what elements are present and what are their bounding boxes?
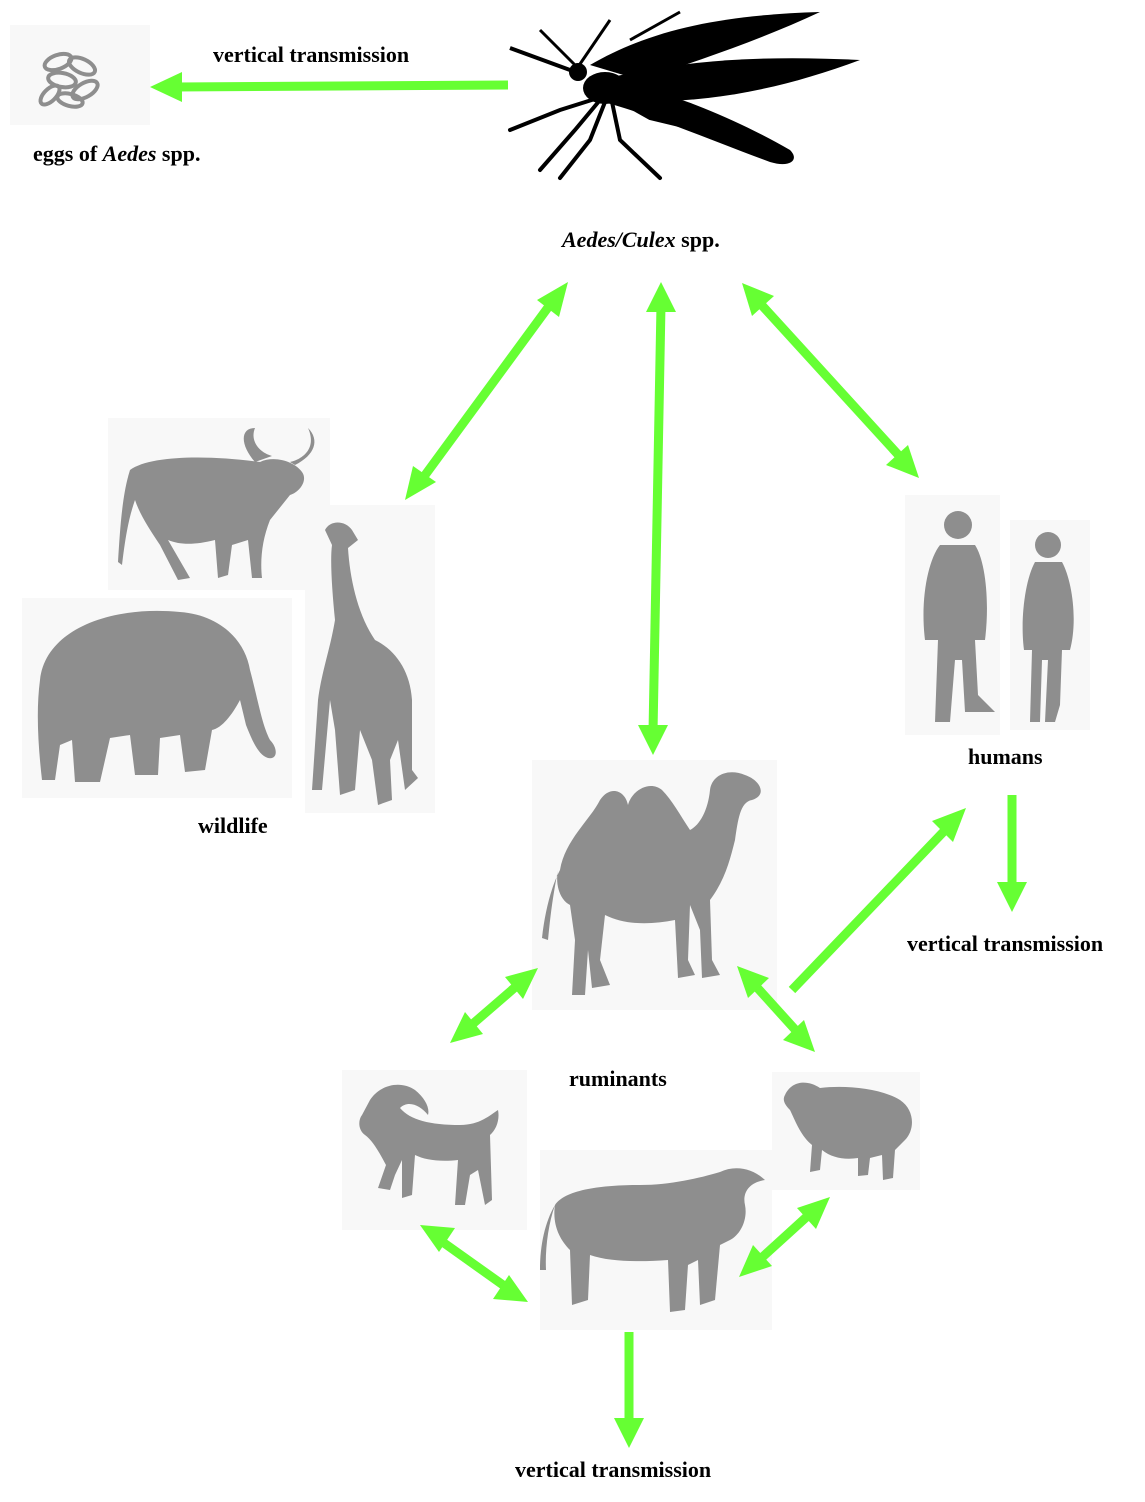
arrow-vector-to-eggs	[150, 72, 509, 102]
eggs-label-prefix: eggs of	[33, 141, 103, 166]
vector-label: Aedes/Culex spp.	[562, 229, 720, 251]
vertical-transmission-label-top: vertical transmission	[213, 42, 410, 67]
elephant-icon	[37, 610, 276, 782]
ruminants-label: ruminants	[569, 1066, 667, 1091]
mosquito-icon	[508, 10, 860, 180]
eggs-label-suffix: spp.	[156, 141, 201, 166]
arrow-camel-sheep	[737, 966, 815, 1052]
eggs-icon	[10, 25, 150, 125]
eggs-label: eggs of Aedes spp.	[33, 143, 200, 165]
arrows	[150, 72, 1027, 1448]
wildlife-label: wildlife	[198, 813, 268, 838]
arrow-ruminants-vertical	[614, 1332, 644, 1448]
cow-icon	[540, 1150, 772, 1330]
vertical-transmission-label-humans: vertical transmission	[907, 931, 1104, 956]
buffalo-icon	[118, 428, 315, 580]
arrow-ruminants-to-humans	[788, 808, 966, 994]
arrow-humans-vertical	[997, 795, 1027, 912]
man-icon	[923, 511, 995, 722]
woman-icon	[1022, 532, 1074, 722]
vector-label-suffix: spp.	[675, 227, 720, 252]
wildlife-group	[22, 418, 435, 813]
arrow-sheep-cow	[739, 1197, 830, 1277]
sheep-icon	[772, 1072, 920, 1190]
arrow-goat-cow	[420, 1225, 528, 1302]
eggs-label-genus: Aedes	[102, 141, 157, 166]
arrow-vector-ruminants	[638, 282, 676, 755]
arrow-camel-goat	[450, 968, 538, 1043]
humans-group	[905, 495, 1090, 735]
giraffe-icon	[312, 522, 418, 805]
camel-icon	[532, 760, 777, 1010]
goat-icon	[342, 1070, 527, 1230]
vector-label-genus: Aedes/Culex	[562, 227, 676, 252]
humans-label: humans	[968, 744, 1043, 769]
arrow-vector-wildlife	[405, 282, 568, 500]
vertical-transmission-label-bottom: vertical transmission	[515, 1457, 712, 1482]
arrow-vector-humans	[742, 283, 919, 478]
